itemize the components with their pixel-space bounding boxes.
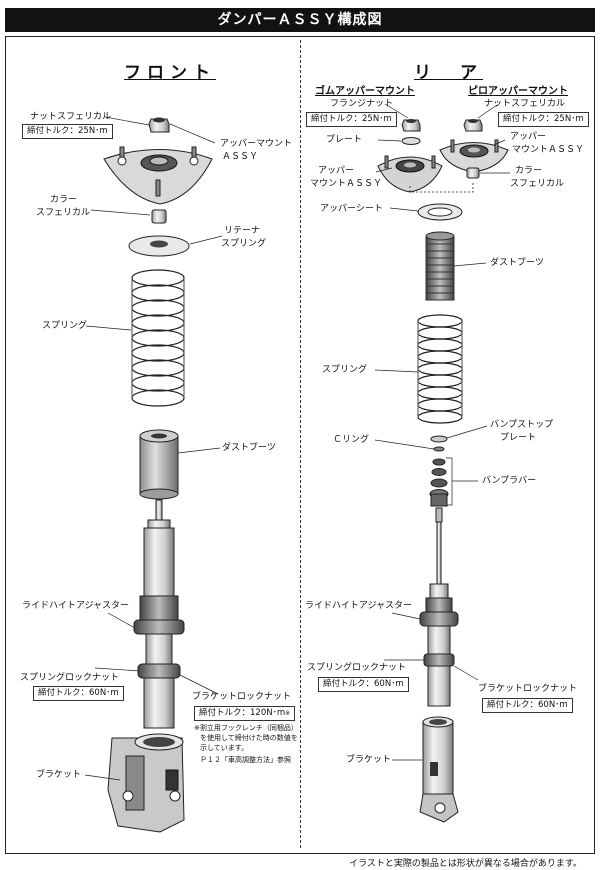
front-collar-label-1: カラー: [50, 195, 78, 205]
rear-spring: [417, 314, 463, 424]
rear-upper-mount-label-1: アッパー: [318, 166, 355, 176]
rear-bump-rubber-label: バンプラバー: [482, 476, 537, 486]
rear-parts: [377, 119, 509, 823]
rubber-mount-title: ゴムアッパーマウント: [315, 86, 415, 97]
rear-bump-rubber: [429, 458, 449, 507]
front-spring: [131, 269, 185, 407]
rear-damper-body: [419, 507, 459, 707]
front-parts: [103, 117, 213, 833]
rear-bracket-label: ブラケット: [346, 755, 392, 765]
rear-spring-lock-torque-box: 締付トルク：60N･m: [318, 677, 409, 692]
rear-c-ring-label: Ｃリング: [333, 435, 370, 445]
rear-ride-height-adjuster: [419, 611, 459, 627]
front-retainer-label-2: スプリング: [221, 239, 267, 249]
footer-disclaimer: イラストと実際の製品とは形状が異なる場合があります。: [349, 859, 582, 869]
front-bracket-lock-torque-box: 締付トルク：120N･m※: [194, 706, 296, 721]
front-ride-height-adjuster: [133, 619, 185, 635]
rear-collar: [466, 167, 480, 179]
front-section-title: フロント: [124, 63, 216, 83]
front-nut-spherical: [148, 117, 170, 133]
front-spring-lock-torque-box: 締付トルク：60N･m: [33, 686, 124, 701]
rear-collar-label-2: スフェリカル: [510, 179, 565, 189]
diagram-frame: [5, 36, 595, 854]
rear-bracket: [419, 716, 459, 823]
front-spring-label: スプリング: [42, 321, 88, 331]
front-note-line-4: Ｐ１２「車高調整方法」参照: [200, 756, 291, 764]
rear-plate-label: プレート: [326, 135, 363, 145]
rear-bump-stop-label-2: プレート: [500, 433, 537, 443]
rear-flange-nut: [401, 119, 421, 132]
front-note-line-3: 示しています。: [200, 744, 249, 752]
rear-upper-mount-label-2: マウントＡＳＳＹ: [310, 179, 383, 189]
front-note-line-2: を使用して締付けた時の数値を: [200, 734, 298, 742]
front-retainer-label-1: リテーナ: [224, 226, 261, 236]
rear-leader-lines: [374, 103, 510, 761]
rear-plate: [401, 137, 421, 145]
rear-spring-lock-nut-label: スプリングロックナット: [307, 663, 407, 673]
front-collar-label-2: スフェリカル: [36, 208, 91, 218]
section-divider: [300, 40, 301, 848]
rear-bump-stop-label-1: バンプストップ: [490, 420, 554, 430]
front-bracket: [107, 733, 185, 833]
rear-rubber-upper-mount: [377, 155, 443, 193]
rear-flange-torque-box: 締付トルク：25N･m: [306, 112, 397, 127]
rear-collar-label-1: カラー: [515, 166, 543, 176]
rear-dust-boot-label: ダストブーツ: [490, 258, 544, 268]
front-bracket-lock-nut-label: ブラケットロックナット: [192, 692, 292, 702]
rear-spring-label: スプリング: [322, 365, 368, 375]
front-dust-boot: [139, 429, 179, 500]
front-spring-lock-nut-label: スプリングロックナット: [20, 673, 120, 683]
front-dust-boot-label: ダストブーツ: [222, 443, 276, 453]
page-title: ダンパーＡＳＳＹ構成図: [5, 8, 595, 32]
rear-bracket-lock-torque-box: 締付トルク：60N･m: [482, 698, 573, 713]
front-bracket-lock-torque-text: 締付トルク：120N･m: [199, 708, 286, 718]
rear-section-title: リ ア: [414, 63, 483, 83]
front-upper-mount-label-2: ＡＳＳＹ: [222, 152, 259, 162]
rear-ride-height-label: ライドハイトアジャスター: [305, 601, 413, 611]
rear-pillow-nut: [463, 119, 483, 132]
front-leader-lines: [84, 116, 223, 781]
front-ride-height-label: ライドハイトアジャスター: [22, 601, 130, 611]
rear-bracket-lock-nut-label: ブラケットロックナット: [478, 684, 578, 694]
rear-c-ring: [433, 446, 445, 452]
rear-pillow-upper-label-2: マウントＡＳＳＹ: [512, 145, 585, 155]
front-collar: [151, 209, 167, 224]
front-bracket-label: ブラケット: [36, 770, 82, 780]
rear-upper-sheet-label: アッパーシート: [320, 204, 383, 214]
rear-pillow-upper-label-1: アッパー: [510, 132, 547, 142]
rear-spring-lock-nut: [423, 653, 455, 667]
rear-dust-boot: [425, 231, 455, 301]
front-bracket-lock-mark: ※: [285, 710, 291, 717]
rear-pillow-upper-mount: [439, 139, 509, 173]
rear-nut-torque-box: 締付トルク：25N･m: [498, 112, 589, 127]
front-nut-torque-box: 締付トルク：25N･m: [22, 124, 113, 139]
front-spring-lock-nut: [137, 663, 181, 679]
front-upper-mount: [103, 146, 213, 205]
front-damper-body: [133, 499, 185, 729]
front-note-line-1: ※割立用フックレンチ（同梱品）: [194, 724, 298, 732]
pillow-mount-title: ピロアッパーマウント: [468, 86, 568, 97]
rear-upper-sheet: [417, 203, 463, 221]
front-nut-spherical-label: ナットスフェリカル: [30, 112, 112, 122]
rear-bump-stop-plate: [430, 435, 448, 443]
front-upper-mount-label-1: アッパーマウント: [220, 139, 293, 149]
rear-flange-nut-label: フランジナット: [330, 99, 394, 109]
front-spring-retainer: [128, 235, 190, 257]
rear-nut-spherical-label: ナットスフェリカル: [484, 99, 566, 109]
